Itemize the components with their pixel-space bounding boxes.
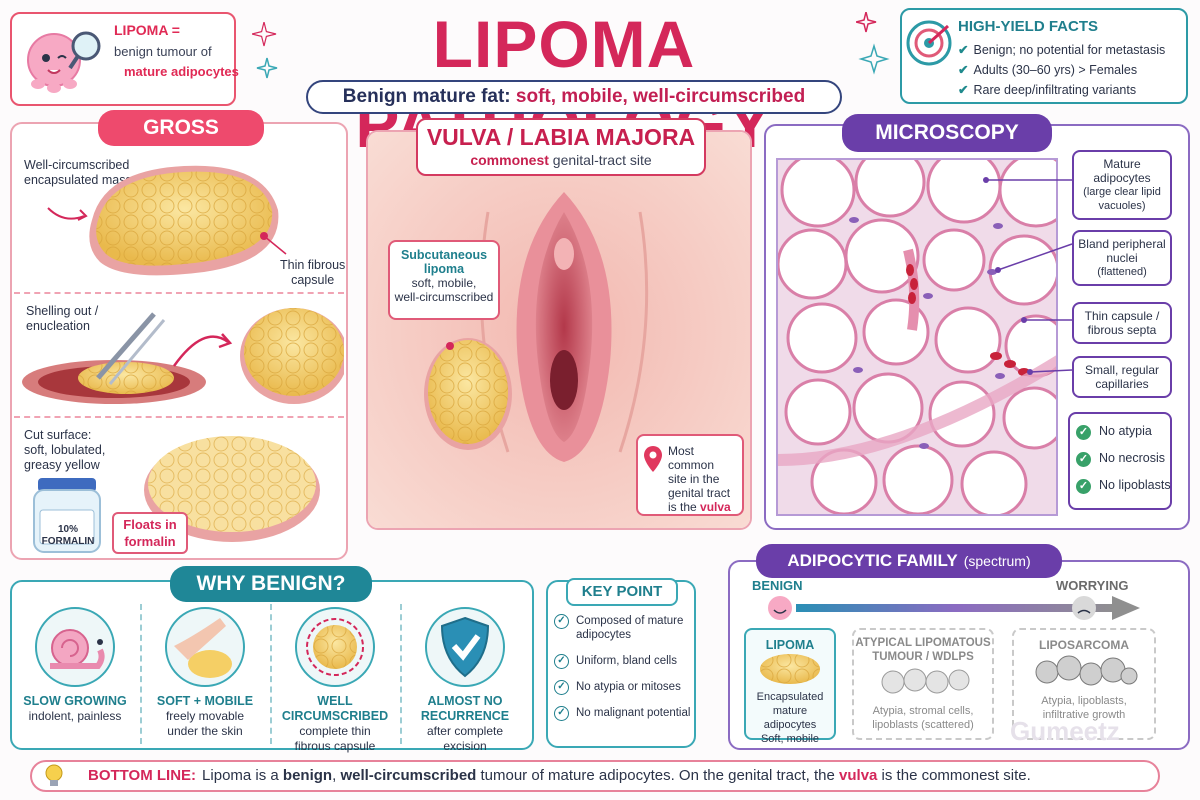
- adipocyte-histology-illustration: [778, 160, 1056, 514]
- vulva-anatomy-illustration: [368, 132, 750, 528]
- fat-lobule-icon: [760, 654, 820, 684]
- intro-line-3: mature adipocytes: [124, 64, 239, 79]
- formalin-jar-label: 10%FORMALIN: [41, 524, 95, 547]
- location-pin-icon: [644, 446, 662, 472]
- key-point-item: ✓No malignant potential: [554, 706, 694, 721]
- lightbulb-icon: [45, 764, 63, 786]
- family-alt-box: ATYPICAL LIPOMATOUS TUMOUR / WDLPS Atypi…: [852, 628, 994, 740]
- circumscribed-icon: [295, 607, 375, 687]
- check-icon: ✓: [554, 680, 569, 695]
- worried-face-icon: [1072, 596, 1096, 620]
- check-item: ✓No atypia: [1076, 424, 1152, 440]
- adipocytic-family-header: ADIPOCYTIC FAMILY(spectrum): [756, 544, 1062, 578]
- check-icon: ✔: [958, 43, 969, 57]
- snail-icon: [35, 607, 115, 687]
- bottom-line-lead: BOTTOM LINE:: [88, 767, 197, 784]
- mascot-magnifier-icon: [27, 31, 101, 93]
- liposarcoma-cells-icon: [1035, 655, 1138, 686]
- intro-line-1: LIPOMA =: [114, 22, 180, 38]
- watermark: Gumeetz: [1010, 716, 1120, 746]
- divider: [14, 292, 344, 294]
- subtitle-accent: soft, mobile, well-circumscribed: [515, 86, 806, 107]
- finger-press-icon: [165, 607, 245, 687]
- intro-line-2: benign tumour of: [114, 44, 212, 59]
- vulva-title: VULVA / LABIA MAJORA: [426, 124, 696, 150]
- shelling-label: Shelling out /enucleation: [26, 304, 99, 333]
- check-icon: ✓: [1076, 425, 1091, 440]
- target-icon: [906, 20, 952, 66]
- subtitle-plain: Benign mature fat:: [342, 86, 516, 107]
- check-item: ✓No necrosis: [1076, 451, 1165, 467]
- subcutaneous-lipoma-illustration: [424, 338, 512, 450]
- check-icon: ✓: [1076, 452, 1091, 467]
- key-point-item: ✓No atypia or mitoses: [554, 680, 694, 695]
- family-liposarcoma-box: LIPOSARCOMA Atypia, lipoblasts,infiltrat…: [1012, 628, 1156, 740]
- smile-face-icon: [768, 596, 792, 620]
- sparkle-icon: [252, 22, 278, 79]
- high-yield-facts-box: [900, 8, 1188, 104]
- vulva-subtitle: commonest genital-tract site: [470, 152, 652, 168]
- fact-item: ✔Rare deep/infiltrating variants: [958, 83, 1137, 97]
- vulva-title-box: VULVA / LABIA MAJORA commonest genital-t…: [416, 118, 706, 176]
- formalin-jar-icon: [33, 478, 101, 553]
- check-icon: ✓: [554, 706, 569, 721]
- lipoma-mass-illustration: [47, 165, 287, 276]
- callout-leader-lines: [983, 177, 1073, 375]
- vulva-panel: [366, 130, 752, 530]
- fact-item: ✔Adults (30–60 yrs) > Females: [958, 63, 1138, 77]
- cut-surface-label: Cut surface:soft, lobulated,greasy yello…: [24, 428, 106, 472]
- divider: [14, 416, 344, 418]
- fact-item: ✔Benign; no potential for metastasis: [958, 43, 1166, 57]
- check-icon: ✔: [958, 83, 969, 97]
- sparkle-icon: [856, 12, 890, 75]
- shield-check-icon: [425, 607, 505, 687]
- gross-header: GROSS: [98, 110, 264, 146]
- benign-label: BENIGN: [752, 578, 803, 593]
- subtitle-pill: Benign mature fat: soft, mobile, well-ci…: [306, 80, 842, 114]
- check-item: ✓No lipoblasts: [1076, 478, 1171, 494]
- check-icon: ✔: [958, 63, 969, 77]
- histology-image: [776, 158, 1058, 516]
- enucleation-illustration: [22, 308, 344, 404]
- cut-surface-illustration: [144, 436, 320, 542]
- check-icon: ✓: [1076, 479, 1091, 494]
- check-icon: ✓: [554, 614, 569, 629]
- facts-title: HIGH-YIELD FACTS: [958, 18, 1099, 35]
- key-point-header: KEY POINT: [566, 578, 678, 606]
- atypical-cells-icon: [881, 668, 970, 694]
- key-point-item: ✓Uniform, bland cells: [554, 654, 694, 669]
- worrying-label: WORRYING: [1056, 578, 1129, 593]
- spectrum-arrow: [768, 596, 1140, 620]
- check-icon: ✓: [554, 654, 569, 669]
- why-benign-header: WHY BENIGN?: [170, 566, 372, 602]
- microscopy-header: MICROSCOPY: [842, 114, 1052, 152]
- bottom-line-bar: BOTTOM LINE:Lipoma is a benign, well-cir…: [30, 760, 1160, 792]
- capsule-septa-label: Thin capsule /fibrous septa: [1072, 302, 1172, 344]
